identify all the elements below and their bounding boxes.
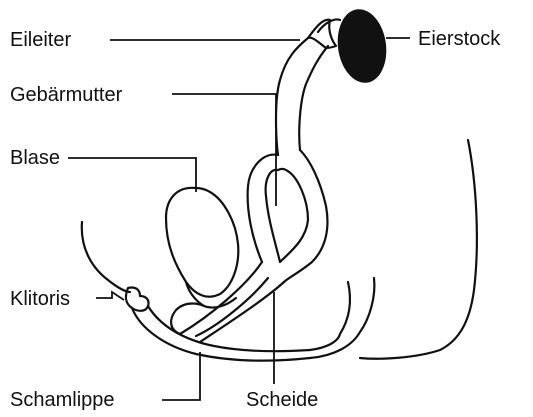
klitoris-leader — [96, 292, 124, 300]
body-front-contour — [82, 222, 130, 292]
uterus-cavity-shape — [266, 169, 308, 262]
label-klitoris: Klitoris — [10, 288, 70, 310]
labia-shape — [132, 306, 310, 361]
schamlippe-leader — [162, 352, 200, 400]
ovary-shape — [333, 6, 391, 86]
bladder-shape — [166, 188, 238, 297]
blase-leader — [68, 158, 196, 192]
buttock-contour — [310, 278, 374, 358]
label-eierstock: Eierstock — [418, 28, 500, 50]
label-schamlippe: Schamlippe — [10, 389, 115, 411]
body-back-contour — [360, 140, 477, 359]
label-scheide: Scheide — [246, 389, 318, 411]
label-eileiter: Eileiter — [10, 29, 71, 51]
label-gebaermutter: Gebärmutter — [10, 84, 122, 106]
label-blase: Blase — [10, 147, 60, 169]
